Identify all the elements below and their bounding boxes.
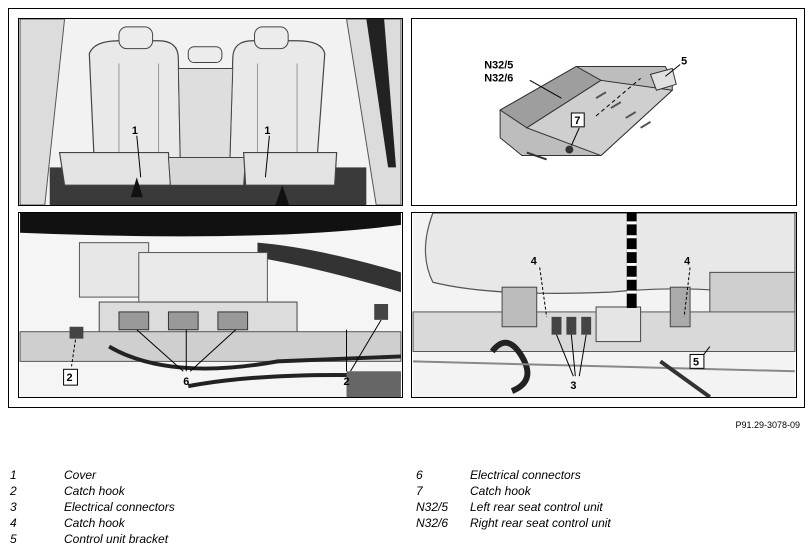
callout-4-right: 4: [684, 255, 690, 267]
legend-number: 1: [10, 468, 17, 482]
callout-2-right: 2: [344, 376, 350, 388]
legend-item: 7 Catch hook: [416, 484, 796, 500]
callout-5-bracket: 5: [693, 356, 699, 368]
callout-1-right: 1: [264, 125, 270, 137]
legend-text: Electrical connectors: [470, 468, 581, 482]
legend-text: Catch hook: [64, 484, 125, 498]
legend-text: Electrical connectors: [64, 500, 175, 514]
legend-item: 5 Control unit bracket: [10, 532, 400, 548]
callout-6: 6: [183, 376, 189, 388]
legend-text: Cover: [64, 468, 97, 482]
legend-text: Control unit bracket: [64, 532, 169, 546]
callout-4-left: 4: [531, 255, 537, 267]
legend-text: Catch hook: [470, 484, 531, 498]
legend-right-column: 6 Electrical connectors 7 Catch hook N32/5…: [416, 468, 796, 532]
panel-rear-seats: 1 1: [18, 18, 403, 206]
callout-7: 7: [574, 115, 580, 127]
callout-3: 3: [570, 380, 576, 392]
callout-5: 5: [681, 56, 687, 68]
legend-text: Right rear seat control unit: [470, 516, 611, 530]
legend-text: Left rear seat control unit: [470, 500, 603, 514]
rear-seats-illustration: 1 1: [19, 19, 402, 205]
panel-under-seat-left: 2 6 2: [18, 212, 403, 398]
legend-number: N32/5: [416, 500, 449, 514]
callout-2-left: 2: [67, 372, 73, 384]
legend-number: 7: [416, 484, 423, 498]
legend-item: 1 Cover: [10, 468, 400, 484]
panel-control-unit: N32/5 N32/6 5 7: [411, 18, 797, 206]
control-unit-illustration: N32/5 N32/6 5 7: [413, 19, 795, 205]
legend-item: 4 Catch hook: [10, 516, 400, 532]
callout-n32-6: N32/6: [484, 72, 513, 84]
legend-number: 3: [10, 500, 17, 514]
figure: 1 1 N32/5 N32/6 5 7: [8, 8, 805, 408]
legend-item: N32/6 Right rear seat control unit: [416, 516, 796, 532]
legend-item: 6 Electrical connectors: [416, 468, 796, 484]
legend-number: 5: [10, 532, 17, 546]
legend-item: 2 Catch hook: [10, 484, 400, 500]
legend-number: 6: [416, 468, 423, 482]
figure-id: P91.29-3078-09: [735, 420, 800, 430]
legend-number: N32/6: [416, 516, 449, 530]
panel-under-seat-right: 4 4 3 5: [411, 212, 797, 398]
legend-item: 3 Electrical connectors: [10, 500, 400, 516]
legend-number: 4: [10, 516, 17, 530]
legend-text: Catch hook: [64, 516, 125, 530]
callout-1-left: 1: [132, 125, 138, 137]
callout-n32-5: N32/5: [484, 59, 513, 71]
under-seat-right-illustration: 4 4 3 5: [412, 213, 796, 397]
legend-item: N32/5 Left rear seat control unit: [416, 500, 796, 516]
under-seat-illustration: 2 6 2: [19, 213, 402, 397]
legend-number: 2: [10, 484, 17, 498]
